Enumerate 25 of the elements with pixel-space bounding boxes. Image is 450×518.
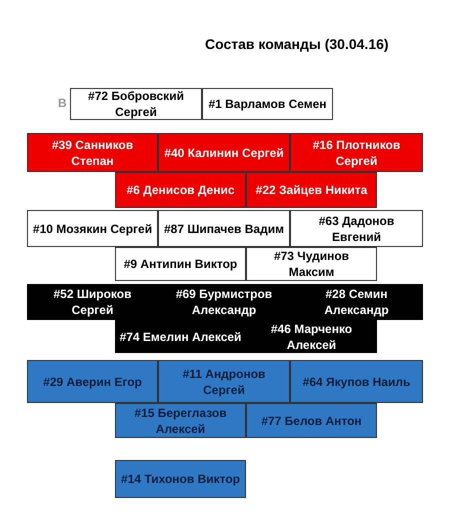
title: Состав команды (30.04.16) xyxy=(205,36,389,52)
player-cell: #6 Денисов Денис xyxy=(115,172,246,208)
player-cell: #29 Аверин Егор xyxy=(27,360,158,403)
player-cell: #16 Плотников Сергей xyxy=(290,133,423,172)
player-cell: #73 Чудинов Максим xyxy=(246,247,377,281)
player-cell: #87 Шипачев Вадим xyxy=(158,210,290,247)
player-cell: #77 Белов Антон xyxy=(246,403,377,438)
player-cell: #14 Тихонов Виктор xyxy=(115,460,246,498)
player-cell: #74 Емелин Алексей xyxy=(115,320,246,353)
player-cell: #63 Дадонов Евгений xyxy=(290,210,423,247)
player-cell: #22 Зайцев Никита xyxy=(246,172,377,208)
player-cell: #9 Антипин Виктор xyxy=(115,247,246,281)
player-cell: #15 Береглазов Алексей xyxy=(115,403,246,438)
player-cell: #52 Широков Сергей xyxy=(27,284,158,320)
player-cell: #69 Бурмистров Александр xyxy=(158,284,290,320)
player-cell: #1 Варламов Семен xyxy=(202,88,333,120)
player-cell: #11 Андронов Сергей xyxy=(158,360,290,403)
player-cell: #39 Санников Степан xyxy=(27,133,158,172)
player-cell: #64 Якупов Наиль xyxy=(290,360,423,403)
player-cell: #10 Мозякин Сергей xyxy=(27,210,158,247)
row-label: В xyxy=(58,96,67,110)
player-cell: #40 Калинин Сергей xyxy=(158,133,290,172)
player-cell: #72 Бобровский Сергей xyxy=(70,88,202,120)
player-cell: #46 Марченко Алексей xyxy=(246,320,377,353)
player-cell: #28 Семин Александр xyxy=(290,284,423,320)
